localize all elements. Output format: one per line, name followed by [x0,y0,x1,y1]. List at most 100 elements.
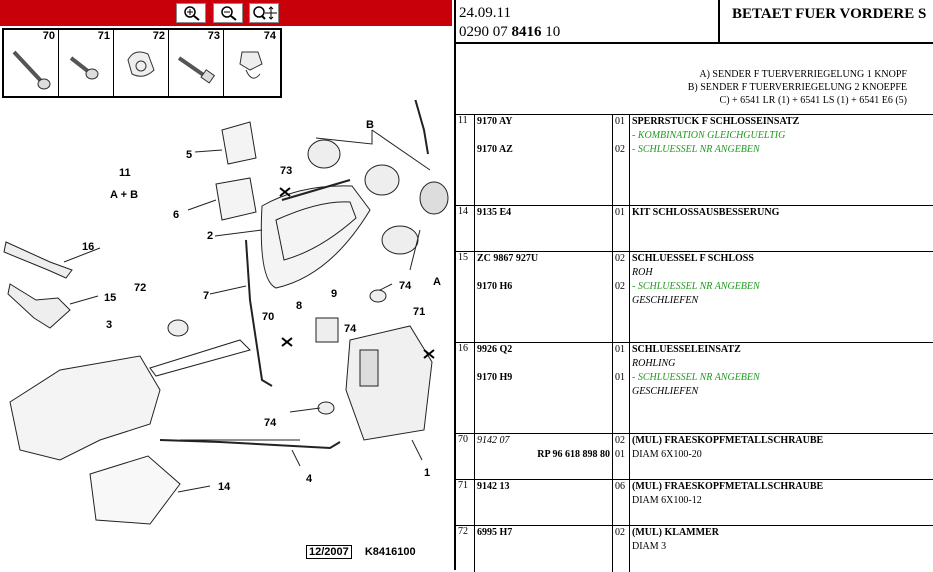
part-qty: 02 [615,143,627,157]
callout-4: 4 [306,473,313,485]
part-desc: GESCHLIEFEN [632,385,933,399]
callout-74b: 74 [344,323,357,335]
part-ref[interactable] [477,540,610,554]
part-desc: - SCHLUESSEL NR ANGEBEN [632,280,933,294]
callout-2: 2 [207,230,213,242]
part-qty: 01 [615,206,627,220]
part-ref[interactable] [477,385,610,399]
thumb-label: 71 [98,30,110,42]
part-qty: 02 [615,252,627,266]
part-desc: ROHLING [632,357,933,371]
part-qty [615,294,627,308]
thumb-72[interactable]: 72 [114,30,169,96]
part-ref[interactable] [477,129,610,143]
part-number: 71 [456,480,475,526]
part-qtys: 01 [613,206,630,252]
diagram-date: 12/2007 [306,545,352,559]
callout-A: A [433,276,441,288]
callout-11: 11 [119,167,131,179]
part-ref[interactable]: ZC 9867 927U [477,252,610,266]
part-refs: 9135 E4 [475,206,613,252]
callout-14: 14 [218,481,231,493]
part-number: 15 [456,252,475,343]
parts-panel: 24.09.11 0290 07 8416 10 BETAET FUER VOR… [454,0,933,570]
callout-7: 7 [203,290,209,302]
part-refs: 9142 13 [475,480,613,526]
thumb-label: 72 [153,30,165,42]
callout-9: 9 [331,288,337,300]
part-qty [615,494,627,508]
zoom-toolbar [0,0,452,26]
part-qty: 02 [615,434,627,448]
note-a: A) SENDER F TUERVERRIEGELUNG 1 KNOPF [688,68,907,81]
callout-3: 3 [106,319,112,331]
part-desc: (MUL) FRAESKOPFMETALLSCHRAUBE [632,434,933,448]
part-qtys: 06 [613,480,630,526]
callout-6: 6 [173,209,179,221]
part-qty [615,540,627,554]
code-suffix: 10 [542,24,561,40]
part-number: 72 [456,526,475,572]
zoom-out-button[interactable] [213,3,243,23]
part-ref[interactable]: 9926 Q2 [477,343,610,357]
part-refs: 6995 H7 [475,526,613,572]
thumb-73[interactable]: 73 [169,30,224,96]
part-descs: KIT SCHLOSSAUSBESSERUNG [630,206,933,252]
header-date: 24.09.11 [459,5,511,22]
part-ref[interactable] [477,266,610,280]
part-desc: SCHLUESSEL F SCHLOSS [632,252,933,266]
part-desc: - KOMBINATION GLEICHGUELTIG [632,129,933,143]
part-desc: (MUL) KLAMMER [632,526,933,540]
part-number: 70 [456,434,475,480]
note-c: C) + 6541 LR (1) + 6541 LS (1) + 6541 E6… [688,94,907,107]
part-desc: DIAM 6X100-20 [632,448,933,462]
part-ref[interactable]: 9170 H9 [477,371,610,385]
part-ref[interactable] [477,357,610,371]
zoom-out-icon [214,4,242,22]
part-desc: DIAM 6X100-12 [632,494,933,508]
part-ref[interactable]: RP 96 618 898 80 [477,448,610,462]
zoom-pan-button[interactable] [249,3,279,23]
callout-70: 70 [262,311,274,323]
part-ref[interactable]: 9170 AZ [477,143,610,157]
diagram-code: K8416100 [365,546,416,558]
callout-A-B: A + B [110,189,138,201]
part-qty: 01 [615,343,627,357]
part-ref[interactable]: 9135 E4 [477,206,610,220]
zoom-in-button[interactable] [176,3,206,23]
thumb-70[interactable]: 70 [4,30,59,96]
part-ref[interactable]: 9170 H6 [477,280,610,294]
part-ref[interactable] [477,294,610,308]
callout-1: 1 [424,467,430,479]
zoom-pan-icon [250,4,278,22]
code-prefix: 0290 07 [459,24,512,40]
part-ref[interactable]: 9142 07 [477,434,610,448]
part-qtys: 01 01 [613,343,630,434]
part-ref[interactable] [477,494,610,508]
part-ref[interactable]: 9142 13 [477,480,610,494]
callout-71: 71 [413,306,425,318]
thumb-74[interactable]: 74 [224,30,279,96]
callout-8: 8 [296,300,302,312]
thumb-label: 74 [264,30,276,42]
callout-B: B [366,119,374,131]
zoom-in-icon [177,4,205,22]
part-refs: 9170 AY 9170 AZ [475,115,613,206]
part-ref[interactable]: 6995 H7 [477,526,610,540]
thumb-71[interactable]: 71 [59,30,114,96]
part-ref[interactable]: 9170 AY [477,115,610,129]
part-desc: SCHLUESSELEINSATZ [632,343,933,357]
part-qty: 01 [615,371,627,385]
diagram-reference: 12/2007 K8416100 [306,546,416,558]
